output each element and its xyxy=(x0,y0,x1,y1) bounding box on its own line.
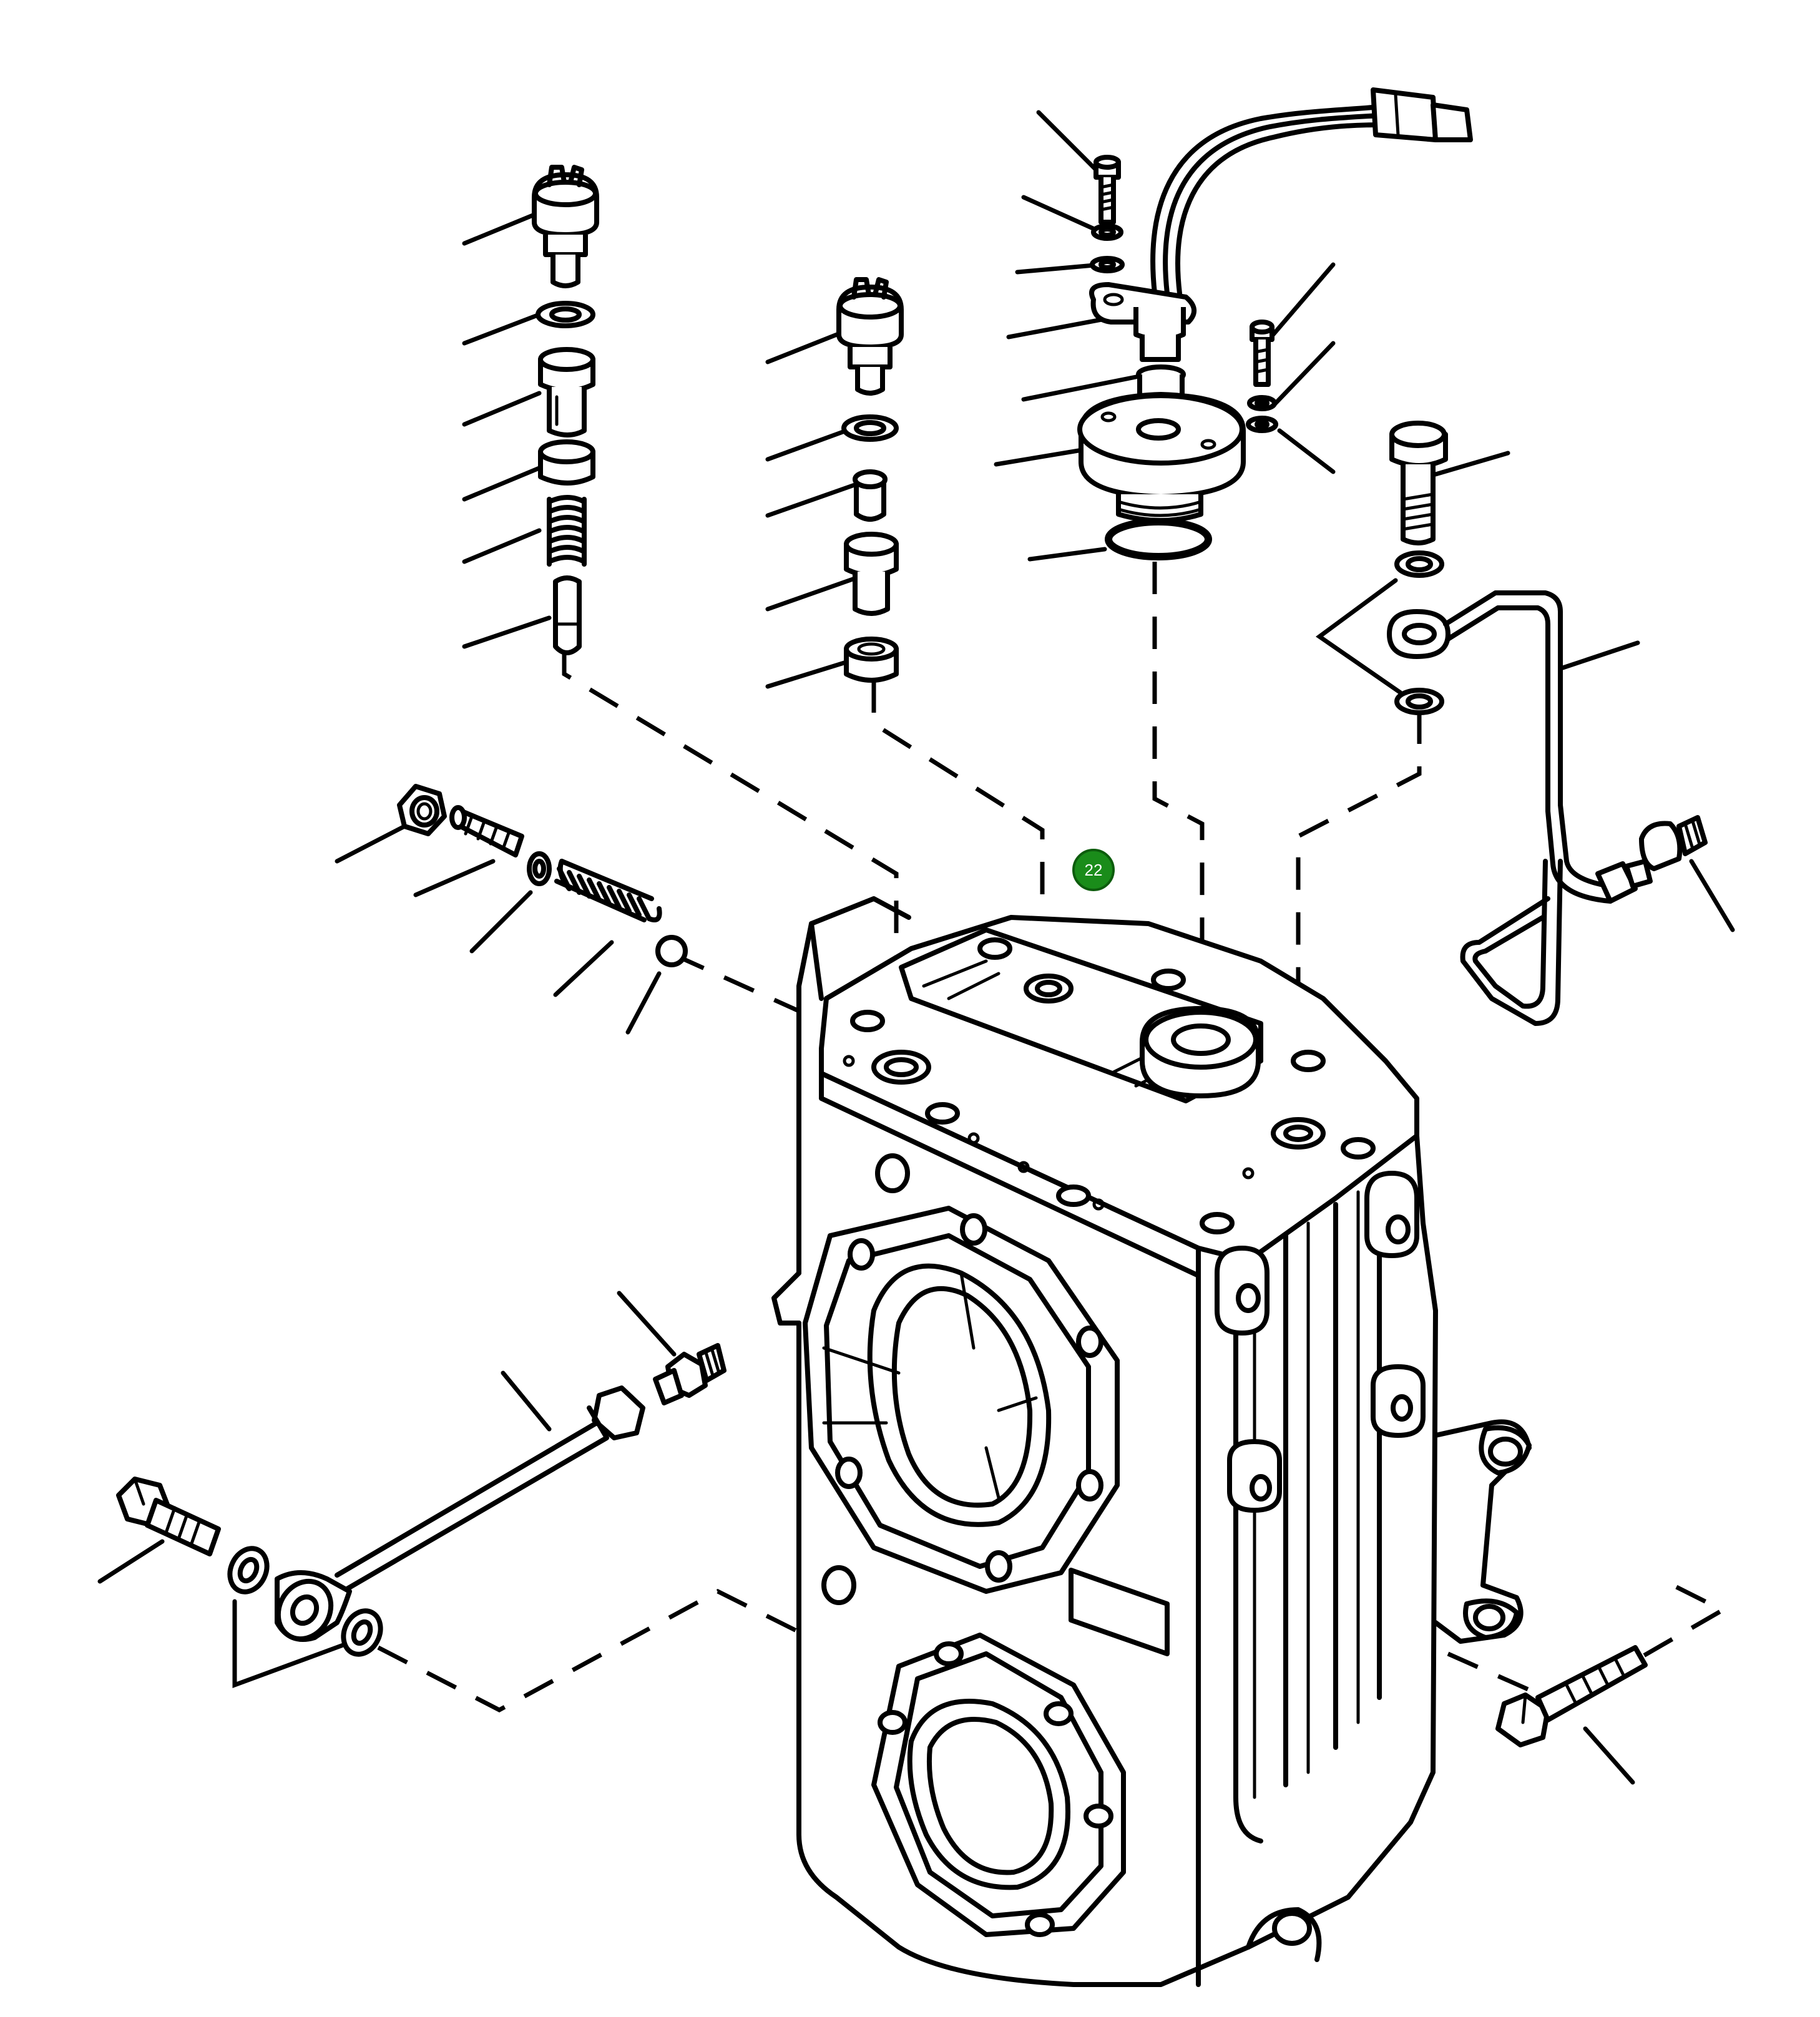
center-pressure-switch[interactable] xyxy=(836,277,904,396)
leader-lines xyxy=(97,110,1735,1785)
cover-o-ring[interactable] xyxy=(1105,518,1212,560)
speed-sensor-lock-washer[interactable] xyxy=(1091,223,1123,241)
left-spring[interactable] xyxy=(547,495,587,567)
banjo-washers-right[interactable] xyxy=(1394,550,1444,715)
center-plunger[interactable] xyxy=(853,469,888,522)
banjo-bolt-left[interactable] xyxy=(116,1477,221,1556)
speed-sensor-harness xyxy=(1150,87,1473,296)
relief-valve-screw[interactable] xyxy=(449,805,524,857)
left-switch-washer[interactable] xyxy=(536,301,595,328)
oil-pipe-right[interactable] xyxy=(1387,590,1613,1026)
sensor-cover[interactable] xyxy=(1077,392,1246,523)
left-fitting[interactable] xyxy=(653,1343,727,1405)
left-plunger[interactable] xyxy=(553,575,582,655)
housing-top-bolts xyxy=(850,937,1376,1234)
cover-bolt[interactable] xyxy=(1250,320,1274,387)
right-fitting[interactable] xyxy=(1595,815,1708,904)
relief-valve-nut[interactable] xyxy=(397,784,447,836)
relief-valve-ball[interactable] xyxy=(655,935,688,967)
banjo-washers-left[interactable] xyxy=(223,1543,387,1661)
cover-lock-washer[interactable] xyxy=(1247,395,1277,411)
speed-sensor-bolt[interactable] xyxy=(1093,155,1121,225)
transmission-housing[interactable] xyxy=(771,896,1532,1987)
callout-22-label: 22 xyxy=(1085,861,1103,879)
center-switch-washer[interactable] xyxy=(841,414,899,442)
cover-washer[interactable] xyxy=(1246,416,1278,433)
housing-bolt[interactable] xyxy=(1495,1645,1648,1747)
center-nut[interactable] xyxy=(844,637,899,683)
callout-22[interactable]: 22 xyxy=(1072,849,1115,891)
oil-pipe-left[interactable] xyxy=(335,1385,645,1591)
left-pressure-switch[interactable] xyxy=(532,165,599,288)
left-nut[interactable] xyxy=(538,439,595,486)
left-adapter[interactable] xyxy=(538,347,595,437)
banjo-bolt-right[interactable] xyxy=(1389,421,1448,545)
center-adapter[interactable] xyxy=(844,532,899,616)
speed-sensor-body[interactable] xyxy=(1133,307,1186,404)
relief-valve-washer[interactable] xyxy=(527,851,552,886)
relief-valve-spring[interactable] xyxy=(554,859,662,922)
speed-sensor-washer[interactable] xyxy=(1090,256,1125,273)
